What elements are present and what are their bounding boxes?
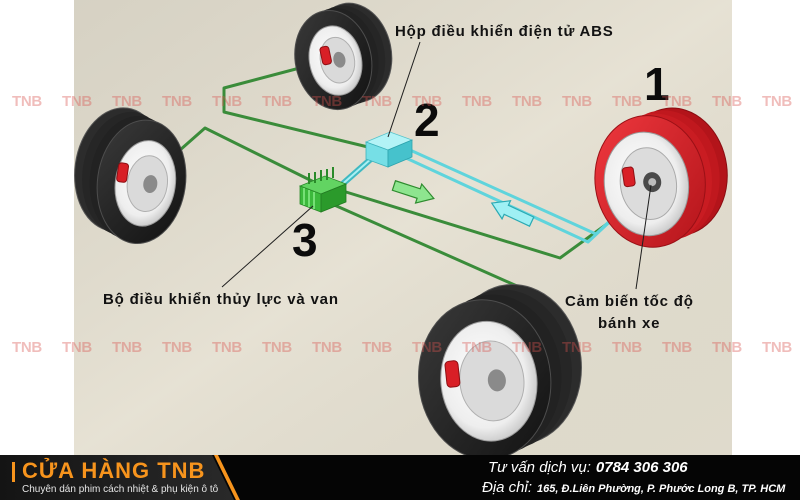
watermark-text: TNB [712,339,742,356]
watermark-text: TNB [162,339,192,356]
brake-line [222,58,374,150]
wheel-hub-cap [648,178,657,187]
label-speed-sensor: Cảm biến tốc độ [565,293,694,310]
watermark-text: TNB [362,93,392,110]
watermark-text: TNB [762,339,792,356]
leader-line [221,205,314,288]
watermark-text: TNB [362,339,392,356]
watermark-text: TNB [162,93,192,110]
callout-number-3: 3 [292,214,318,266]
watermark-text: TNB [462,93,492,110]
shop-slogan: Chuyên dán phim cách nhiệt & phụ kiện ô … [22,484,219,495]
label-speed-sensor-line2: bánh xe [598,315,660,332]
valve-pins [308,167,334,184]
hydraulic-unit-side [320,183,347,213]
watermark-text: TNB [512,339,542,356]
watermark-text: TNB [312,93,342,110]
watermark-text: TNB [612,93,642,110]
banner-accent-panel [0,455,234,500]
watermark-text: TNB [212,339,242,356]
watermark-text: TNB [112,93,142,110]
watermark-text: TNB [112,339,142,356]
watermark-text: TNB [262,93,292,110]
address-line: Địa chỉ: 165, Đ.Liên Phường, P. Phước Lon… [482,479,785,498]
brake-caliper [444,360,461,388]
abs-control-unit [364,131,414,168]
watermark-text: TNB [12,339,42,356]
wheel-top [294,2,393,111]
wheel-hub [487,369,506,392]
watermark-text: TNB [612,339,642,356]
watermark-text: TNB [62,339,92,356]
shop-name: CỬA HÀNG TNB [22,458,206,483]
callout-number-2: 2 [414,94,440,146]
watermark-text: TNB [312,339,342,356]
watermark-text: TNB [262,339,292,356]
flow-arrow-green [391,179,435,204]
signal-arrow-cyan [490,200,535,227]
brake-caliper [621,166,636,188]
hotline-label: Tư vấn dịch vụ: [488,459,591,476]
address-text: 165, Đ.Liên Phường, P. Phước Long B, TP.… [537,483,786,495]
watermark-text: TNB [212,93,242,110]
watermark-text: TNB [462,339,492,356]
callout-number-1: 1 [644,58,670,110]
watermark-text: TNB [512,93,542,110]
watermark-text: TNB [412,93,442,110]
label-abs-control-unit: Hộp điều khiển điện tử ABS [395,23,614,40]
watermark-text: TNB [762,93,792,110]
hotline-line: Tư vấn dịch vụ:0784 306 306 [488,459,688,477]
wheel-bottom [418,284,582,455]
wheel-right-highlighted [594,107,728,248]
address-label: Địa chỉ: [482,479,533,496]
watermark-text: TNB [662,339,692,356]
watermark-text: TNB [412,339,442,356]
abs-control-unit-side [387,139,413,168]
wheel-hub [143,175,158,194]
watermark-text: TNB [712,93,742,110]
watermark-text: TNB [562,339,592,356]
abs-system-diagram: Hộp điều khiển điện tử ABS Bộ điều khiển… [12,0,793,455]
footer-banner: CỬA HÀNG TNB Chuyên dán phim cách nhiệt … [0,455,800,500]
hotline-number: 0784 306 306 [595,459,688,476]
wheel-left [74,107,187,245]
label-hydraulic-unit: Bộ điều khiển thủy lực và van [103,291,339,308]
watermark-text: TNB [562,93,592,110]
watermark-text: TNB [12,93,42,110]
watermark-text: TNB [662,93,692,110]
watermark-text: TNB [62,93,92,110]
brake-caliper [116,162,130,183]
leader-line [387,41,421,138]
leader-line [635,184,652,290]
wheel-hub [333,51,346,68]
banner-left-bar [12,462,15,482]
watermark: TNB TNB TNB TNB TNB TNB TNB TNB TNB TNB TNB TNB TNB T… [12,93,793,356]
valve-stripes [303,188,315,209]
brake-caliper [319,45,332,66]
hydraulic-unit [298,167,348,213]
